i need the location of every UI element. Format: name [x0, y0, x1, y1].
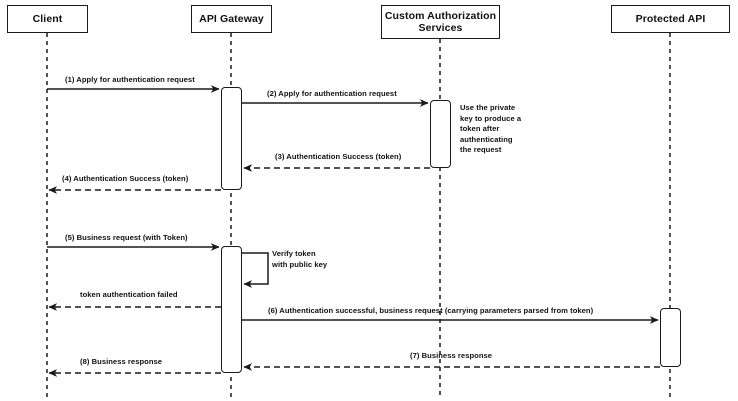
participant-custom-authorization-services[interactable]: Custom Authorization Services: [381, 5, 500, 39]
participant-client[interactable]: Client: [7, 5, 88, 33]
note-private-key: Use the private key to produce a token a…: [460, 103, 521, 156]
participant-api-gateway[interactable]: API Gateway: [191, 5, 272, 33]
message-label-msg-8: (8) Business response: [80, 357, 163, 366]
message-label-msg-4: (4) Authentication Success (token): [62, 174, 189, 183]
note-private-key-line-5: the request: [460, 145, 502, 154]
message-label-msg-2: (2) Apply for authentication request: [267, 89, 397, 98]
message-label-token-auth-failed: token authentication failed: [80, 290, 178, 299]
message-label-msg-self-verify: Verify token with public key: [272, 249, 327, 270]
participant-custom-authorization-services-label: Custom Authorization Services: [384, 10, 497, 34]
activation-custom-authorization-services: [430, 100, 451, 168]
note-private-key-line-4: authenticating: [460, 134, 513, 144]
note-private-key-line-1: Use the private: [460, 103, 516, 112]
activation-api-gateway-1: [221, 87, 242, 190]
message-label-msg-5: (5) Business request (with Token): [65, 233, 188, 242]
participant-protected-api[interactable]: Protected API: [611, 5, 730, 33]
self-verify-line-2: with public key: [272, 259, 328, 269]
participant-api-gateway-label: API Gateway: [199, 13, 264, 25]
message-label-msg-7: (7) Business response: [410, 351, 493, 360]
participant-protected-api-label: Protected API: [635, 13, 706, 25]
activation-api-gateway-2: [221, 246, 242, 373]
message-label-msg-6: (6) Authentication successful, business …: [268, 306, 594, 315]
message-label-msg-1: (1) Apply for authentication request: [65, 75, 195, 84]
message-label-msg-3: (3) Authentication Success (token): [275, 152, 402, 161]
participant-client-label: Client: [32, 13, 63, 25]
arrow-msg-self-verify: [242, 252, 269, 288]
activation-protected-api: [660, 308, 681, 367]
note-private-key-line-2: key to produce a: [460, 113, 522, 123]
note-private-key-line-3: token after: [460, 124, 500, 133]
self-verify-line-1: Verify token: [272, 249, 316, 258]
